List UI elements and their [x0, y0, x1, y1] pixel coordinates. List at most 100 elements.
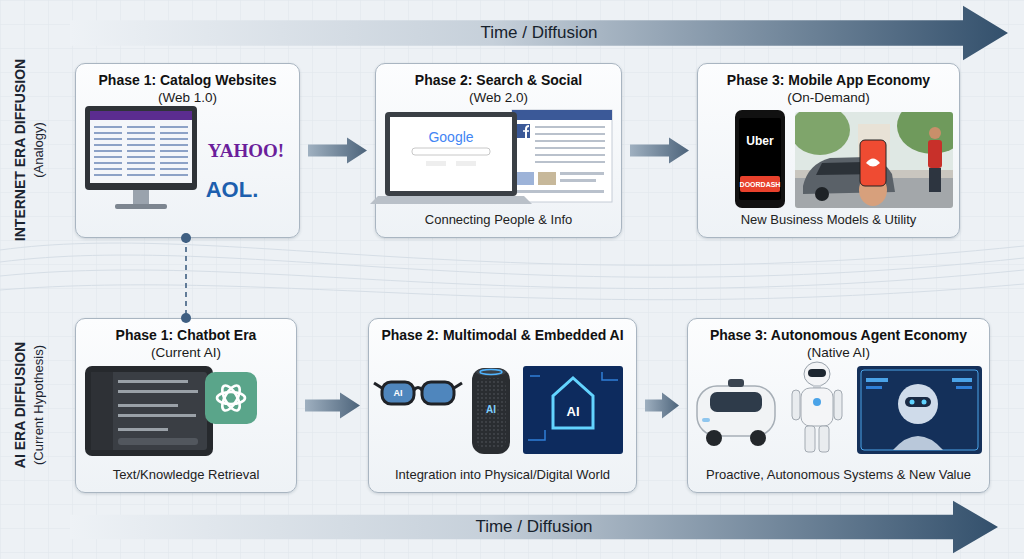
flow-arrow	[645, 393, 679, 419]
link-end-dot	[181, 313, 191, 323]
smart-speaker-illustration	[472, 368, 510, 454]
social-window-illustration	[535, 126, 605, 166]
smart-glasses-illustration	[454, 383, 462, 388]
social-window-illustration	[516, 124, 530, 138]
ai-interface-illustration	[861, 370, 978, 450]
background-wave	[0, 284, 1024, 300]
phase-box: Phase 1: Chatbot Era(Current AI)Text/Kno…	[75, 318, 297, 493]
smart-glasses-illustration	[374, 382, 462, 404]
monitor-illustration	[90, 111, 192, 120]
autonomous-car-illustration	[710, 392, 762, 412]
street-photo-illustration	[929, 127, 941, 139]
street-photo-illustration	[803, 157, 895, 194]
phone-illustration	[740, 176, 780, 192]
phase-subtitle: (Web 1.0)	[158, 89, 217, 106]
phone-illustration	[735, 110, 785, 208]
phone-illustration	[735, 110, 785, 208]
tablet-illustration	[118, 380, 188, 383]
smart-home-illustration	[528, 372, 618, 440]
monitor-illustration	[115, 204, 167, 209]
background-wave	[0, 243, 1024, 300]
humanoid-robot-illustration	[813, 398, 821, 406]
street-photo-illustration	[816, 162, 882, 175]
laptop-illustration	[385, 112, 517, 196]
phase-subtitle: (Web 2.0)	[469, 89, 528, 106]
chatbot-logo	[217, 392, 245, 404]
logo-text: AOL.	[206, 179, 259, 201]
ai-interface-illustration	[893, 436, 943, 450]
background-wave	[0, 270, 1024, 289]
humanoid-robot-illustration	[808, 369, 826, 377]
tablet-illustration	[118, 390, 198, 393]
phase-box: Phase 2: Multimodal & Embedded AIIntegra…	[368, 318, 637, 493]
smart-speaker-illustration	[472, 368, 510, 454]
ai-interface-illustration	[898, 384, 938, 424]
phase-heading: Phase 2: Search & Social	[415, 71, 582, 89]
humanoid-robot-illustration	[805, 426, 815, 452]
smart-speaker-illustration	[476, 368, 506, 376]
humanoid-robot-illustration	[792, 362, 842, 452]
social-window-illustration	[516, 172, 534, 185]
logo-text: DOORDASH	[740, 181, 781, 188]
phase-box: Phase 2: Search & Social(Web 2.0)Connect…	[375, 63, 622, 238]
flow-arrow	[305, 393, 360, 419]
street-photo-illustration	[858, 124, 890, 160]
street-photo-illustration	[795, 178, 953, 208]
street-photo-illustration	[866, 159, 880, 167]
social-window-illustration	[538, 172, 556, 185]
social-window-illustration	[512, 110, 612, 120]
tablet-illustration	[118, 438, 198, 445]
ai-interface-illustration	[910, 400, 915, 405]
humanoid-robot-illustration	[813, 385, 821, 389]
ai-interface-illustration	[922, 400, 927, 405]
social-window-illustration	[560, 172, 604, 175]
ai-interface-illustration	[952, 378, 972, 382]
timeline-arrow-shape	[70, 6, 1008, 61]
autonomous-car-illustration	[706, 430, 722, 446]
ai-interface-illustration	[956, 386, 972, 389]
monitor-illustration	[85, 106, 197, 190]
social-window-illustration	[526, 126, 529, 138]
smart-home-illustration	[553, 378, 593, 428]
phase-heading: Phase 3: Autonomous Agent Economy	[710, 326, 967, 344]
phase-caption: New Business Models & Utility	[741, 212, 917, 228]
autonomous-car-illustration	[697, 379, 775, 446]
phase-subtitle: (Native AI)	[807, 344, 870, 361]
smart-home-illustration	[523, 366, 623, 454]
social-window-illustration	[516, 190, 604, 193]
tablet-illustration	[91, 372, 207, 450]
tablet-illustration	[118, 404, 178, 407]
laptop-illustration	[456, 161, 476, 166]
humanoid-robot-illustration	[834, 390, 842, 420]
social-window-illustration	[560, 179, 596, 182]
monitor-illustration	[90, 111, 192, 183]
street-photo-illustration	[860, 140, 886, 186]
ai-interface-illustration	[857, 366, 982, 454]
street-photo-illustration	[815, 187, 829, 201]
logo-text: YAHOO!	[208, 141, 284, 160]
timeline-arrow: Time / Diffusion	[70, 4, 1008, 62]
timeline-arrow-shape	[70, 501, 998, 554]
autonomous-car-illustration	[728, 379, 744, 387]
flow-arrow	[308, 138, 367, 164]
laptop-illustration	[426, 161, 446, 166]
dashed-link	[185, 238, 187, 318]
humanoid-robot-illustration	[801, 388, 833, 426]
street-photo-illustration	[929, 168, 941, 192]
phase-subtitle: (On-Demand)	[787, 89, 870, 106]
chatbot-logo	[205, 372, 257, 424]
ai-interface-illustration	[905, 397, 931, 407]
social-window-illustration	[523, 130, 529, 132]
phone-illustration	[739, 118, 781, 200]
row-label: AI ERA DIFFUSION	[13, 342, 27, 468]
chatbot-logo	[219, 383, 243, 413]
timeline-arrow: Time / Diffusion	[70, 499, 998, 555]
row-label: INTERNET ERA DIFFUSION	[13, 59, 27, 241]
phase-subtitle: (Current AI)	[151, 344, 221, 361]
street-photo-illustration	[928, 140, 942, 168]
phase-caption: Text/Knowledge Retrieval	[113, 467, 260, 483]
monitor-illustration	[127, 125, 155, 179]
